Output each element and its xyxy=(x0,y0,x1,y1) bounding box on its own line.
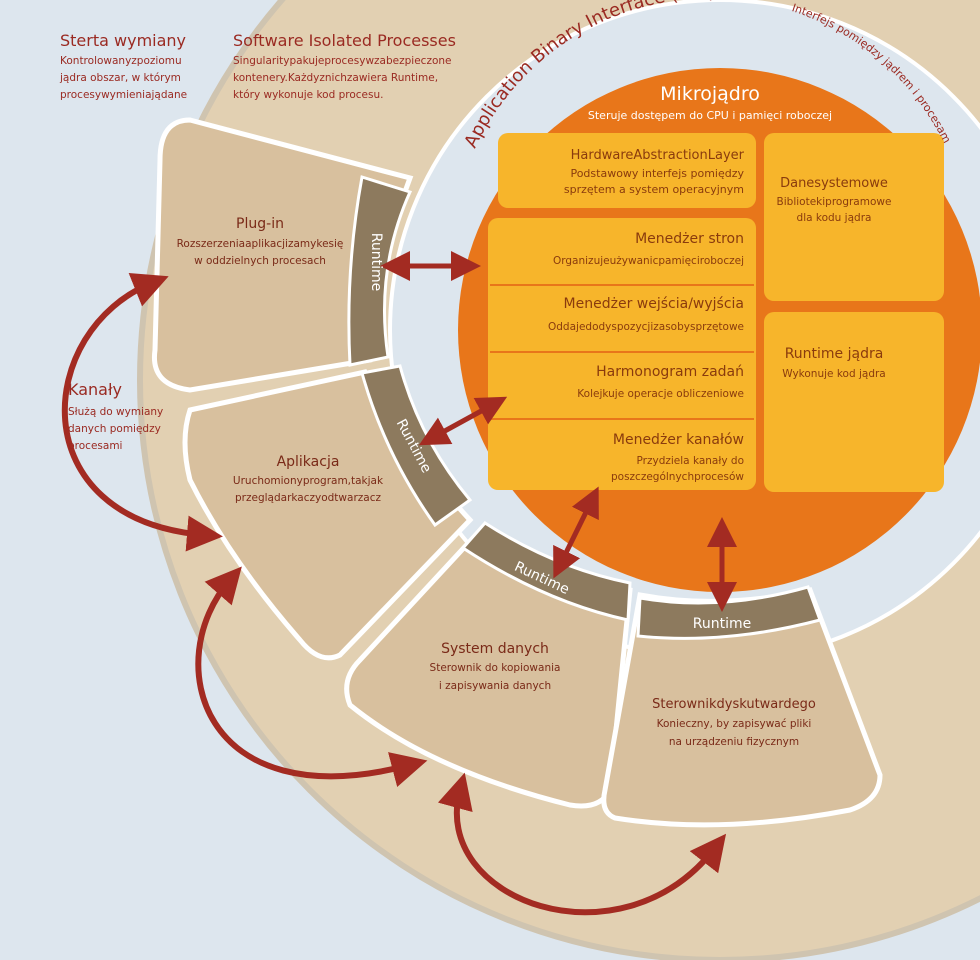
driver-title: Sterownikdyskutwardego xyxy=(652,697,816,712)
chan-desc2: poszczególnychprocesów xyxy=(611,471,744,483)
sysdata-desc2: i zapisywania danych xyxy=(439,680,551,692)
app-desc1: Uruchomionyprogram,takjak xyxy=(233,475,384,487)
hal-title: HardwareAbstractionLayer xyxy=(571,148,745,163)
dane-box xyxy=(764,133,944,301)
driver-desc1: Konieczny, by zapisywać pliki xyxy=(657,718,812,730)
runtime-band-plugin xyxy=(347,175,413,367)
sched-desc: Kolejkuje operacje obliczeniowe xyxy=(577,388,744,400)
sysdata-title: System danych xyxy=(441,641,549,657)
sysdata-desc1: Sterownik do kopiowania xyxy=(430,662,561,674)
io-title: Menedżer wejścia/wyjścia xyxy=(564,296,744,312)
channel-arrow-2 xyxy=(195,566,428,787)
plugin-desc1: Rozszerzeniaaplikacjizamykesię xyxy=(177,238,344,250)
sip-desc1: Singularitypakujeprocesywzabezpieczone xyxy=(233,55,452,67)
rt-kernel-title: Runtime jądra xyxy=(785,346,884,362)
runtime-band-sysdata xyxy=(460,521,632,622)
runtime-band-app xyxy=(360,364,473,528)
sip-desc3: który wykonuje kod procesu. xyxy=(233,89,383,101)
dane-desc2: dla kodu jądra xyxy=(797,212,872,224)
chan-desc1: Przydziela kanały do xyxy=(637,455,744,467)
plugin-desc2: w oddzielnych procesach xyxy=(194,255,326,267)
runtime-band-driver xyxy=(636,585,822,640)
channel-arrow-3 xyxy=(437,772,727,916)
sched-title: Harmonogram zadań xyxy=(596,364,744,380)
driver-desc2: na urządzeniu fizycznym xyxy=(669,736,799,748)
sterta-title: Sterta wymiany xyxy=(60,31,186,50)
dane-desc1: Bibliotekiprogramowe xyxy=(777,196,892,208)
app-title: Aplikacja xyxy=(277,454,340,470)
hal-desc2: sprzętem a system operacyjnym xyxy=(564,183,744,196)
sterta-desc1: Kontrolowanyzpoziomu xyxy=(60,55,182,67)
pages-desc: Organizujeużywanicpamięciroboczej xyxy=(553,255,744,267)
dane-title: Danesystemowe xyxy=(780,176,888,191)
plugin-title: Plug-in xyxy=(236,216,284,232)
sip-desc2: kontenery.Każdyznichzawiera Runtime, xyxy=(233,72,438,84)
kanaly-desc3: procesami xyxy=(68,440,122,452)
hal-desc1: Podstawowy interfejs pomiędzy xyxy=(570,167,744,180)
runtime-label-plugin: Runtime xyxy=(368,233,384,291)
runtime-kernel-box xyxy=(764,312,944,492)
sterta-desc3: procesywymieniajądane xyxy=(60,89,187,101)
arrow-app-kernel xyxy=(418,396,508,446)
runtime-label-driver: Runtime xyxy=(693,616,751,632)
channel-arrow-1 xyxy=(61,273,223,552)
sip-title: Software Isolated Processes xyxy=(233,31,456,50)
kernel-title: Mikrojądro xyxy=(660,83,760,105)
pages-title: Menedżer stron xyxy=(635,231,744,247)
kanaly-title: Kanały xyxy=(68,380,122,399)
arrow-sysdata-kernel xyxy=(553,486,599,579)
kernel-subtitle: Steruje dostępem do CPU i pamięci robocz… xyxy=(588,109,832,122)
io-desc: Oddajedodyspozycjizasobysprzętowe xyxy=(548,321,744,333)
app-desc2: przeglądarkaczyodtwarzacz xyxy=(235,492,381,504)
rt-kernel-desc: Wykonuje kod jądra xyxy=(782,368,885,380)
kanaly-desc2: danych pomiędzy xyxy=(68,423,161,435)
chan-title: Menedżer kanałów xyxy=(613,432,744,448)
kanaly-desc1: Służą do wymiany xyxy=(68,406,163,418)
sterta-desc2: jądra obszar, w którym xyxy=(59,72,181,84)
hal-box xyxy=(498,133,756,208)
